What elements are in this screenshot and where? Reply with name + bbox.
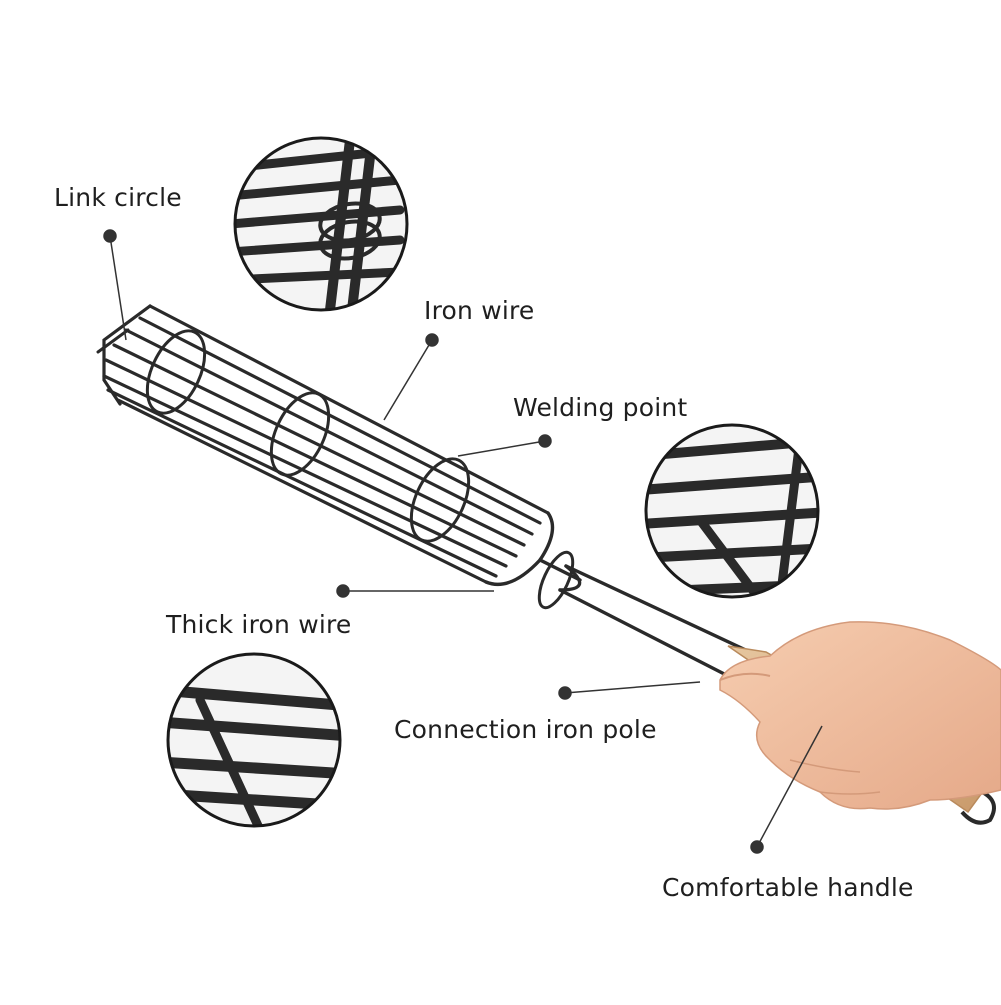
welding-point-dot [538, 434, 552, 448]
label-connection-iron-pole: Connection iron pole [394, 715, 657, 744]
hand [719, 621, 1001, 810]
comfortable-handle-dot [750, 840, 764, 854]
label-welding-point: Welding point [513, 393, 688, 422]
label-thick-iron-wire: Thick iron wire [166, 610, 352, 639]
zoom-circle-thick-wire [166, 652, 342, 828]
label-comfortable-handle: Comfortable handle [662, 873, 914, 902]
link-circle-wire [96, 328, 130, 354]
iron-wire-dot [425, 333, 439, 347]
zoom-circle-welding [644, 423, 820, 599]
grill-basket [96, 304, 752, 682]
basket-wires [102, 304, 550, 584]
thick-iron-wire-dot [336, 584, 350, 598]
basket-end-frame [102, 304, 152, 406]
zoom-circle-link [233, 136, 409, 312]
connection-iron-pole-dot [558, 686, 572, 700]
hanging-loop [960, 788, 996, 825]
label-iron-wire: Iron wire [424, 296, 535, 325]
leader-lines [103, 229, 823, 854]
handle-and-hand [719, 621, 1001, 825]
label-link-circle: Link circle [54, 183, 182, 212]
connection-iron-pole [558, 564, 752, 682]
link-circle-dot [103, 229, 117, 243]
basket-rings [145, 329, 471, 543]
